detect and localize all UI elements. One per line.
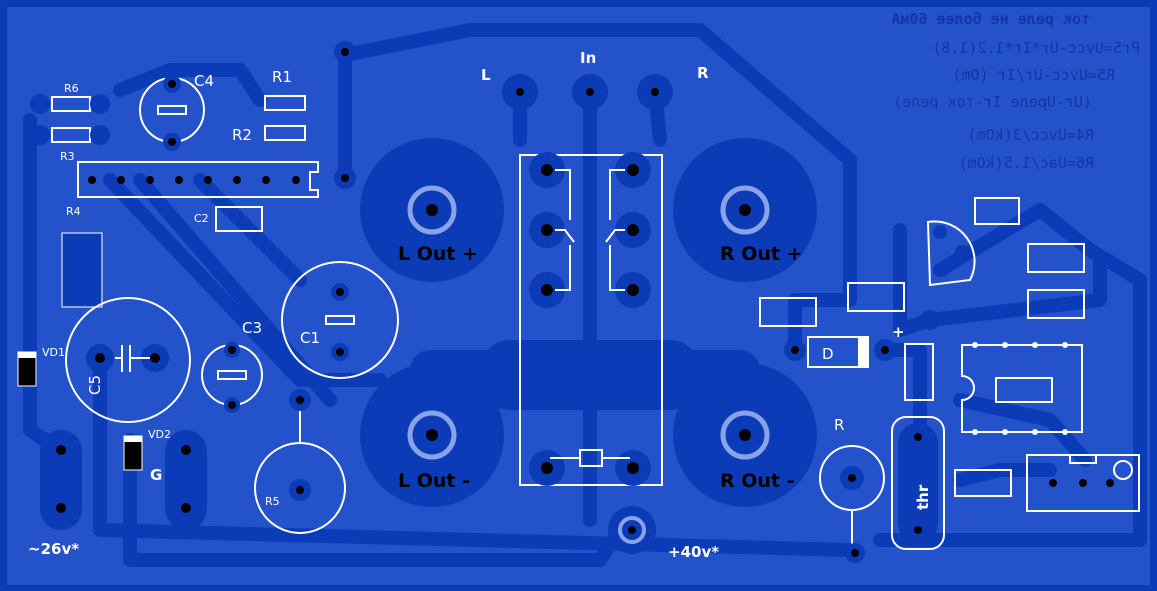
terminal-r-out-plus: [720, 185, 770, 235]
label-26v: ~26v*: [28, 540, 79, 558]
capacitor-c3: [201, 342, 263, 413]
note-relay-current: ток реле не более 60мА: [891, 10, 1090, 28]
terminal-r-out-minus: [720, 410, 770, 460]
output-pads: [360, 138, 817, 554]
led-r: [819, 445, 885, 563]
note-r5: R5=Uvcc-Ur/Ir (Om): [952, 66, 1115, 84]
resistor-r1: [264, 95, 306, 111]
resistor-r3: [30, 125, 110, 145]
label-l: L: [481, 66, 491, 84]
label-r5: R5: [265, 495, 280, 508]
note-pr5: Pr5=Uvcc-Ur*Ir*1.2(1.8): [932, 39, 1140, 57]
label-r4: R4: [66, 205, 81, 218]
power-ac-connector: [40, 430, 207, 530]
label-vd2: VD2: [148, 428, 171, 441]
resistor-r5: [254, 389, 346, 534]
label-c1: C1: [300, 329, 320, 347]
pin-header: [77, 41, 356, 198]
label-r6: R6: [64, 82, 79, 95]
note-r6: R6=Uac/1.5(kOm): [959, 154, 1094, 172]
label-d: D: [822, 345, 834, 363]
label-40v: +40v*: [668, 543, 719, 561]
ic-chip: [961, 342, 1083, 435]
design-notes: ток реле не более 60мА Pr5=Uvcc-Ur*Ir*1.…: [891, 10, 1140, 172]
label-c2: C2: [194, 212, 209, 225]
label-l-out-minus: L Out -: [398, 470, 470, 492]
diode-vd2: [123, 435, 143, 471]
resistor-r2: [264, 125, 306, 141]
capacitor-c4: [139, 75, 205, 151]
label-r: R: [697, 64, 709, 82]
label-r2: R2: [232, 126, 252, 144]
note-r4: R4=Uvcc/3(kOm): [968, 126, 1094, 144]
note-legend: (Ur-Uреле Ir-ток реле): [893, 93, 1092, 111]
label-vd1: VD1: [42, 346, 65, 359]
label-r-led: R: [834, 416, 844, 434]
label-plus: +: [892, 323, 905, 341]
thermal-connector: [891, 416, 945, 550]
label-g: G: [150, 466, 162, 484]
label-r3: R3: [60, 150, 75, 163]
diode-d: [784, 336, 896, 368]
label-r1: R1: [272, 68, 292, 86]
terminal-l-out-plus: [407, 185, 457, 235]
capacitor-c5: [65, 297, 191, 423]
terminal-40v: [608, 506, 656, 554]
label-c3: C3: [242, 319, 262, 337]
capacitor-c2: [215, 206, 263, 232]
smd-parts: [759, 197, 1085, 497]
diode-vd1: [17, 351, 37, 387]
fan-connector: [1026, 454, 1140, 512]
input-connector: L In R: [481, 49, 709, 110]
resistor-r4: [61, 232, 103, 308]
label-r-out-plus: R Out +: [720, 243, 803, 265]
resistor-r6: [30, 94, 110, 114]
label-thr: thr: [914, 484, 932, 510]
label-r-out-minus: R Out -: [720, 470, 795, 492]
relay: [519, 152, 663, 486]
transistor: [920, 220, 976, 330]
terminal-l-out-minus: [407, 410, 457, 460]
capacitor-c1: [281, 261, 399, 379]
label-in: In: [580, 49, 596, 67]
label-c5: C5: [86, 375, 104, 395]
label-l-out-plus: L Out +: [398, 243, 478, 265]
label-c4: C4: [194, 72, 214, 90]
